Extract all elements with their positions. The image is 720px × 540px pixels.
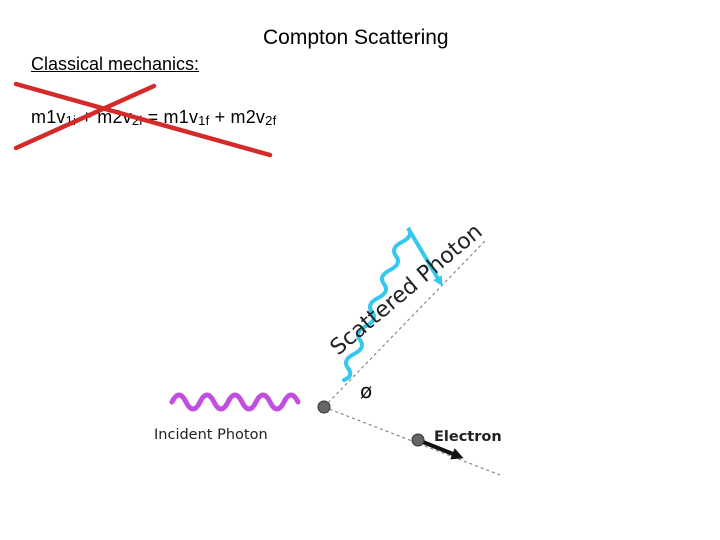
eq-v2i-sub: 2i [131, 113, 143, 128]
collision-point [317, 400, 331, 414]
cross-line-1 [13, 81, 273, 158]
electron-label: Electron [434, 429, 502, 445]
scattering-angle-label: ø [360, 379, 372, 403]
eq-v1i: 1v [46, 107, 66, 127]
eq-plus1: + m [76, 107, 113, 127]
electron-recoil-arrow [417, 438, 464, 460]
eq-v2f: 2v [245, 107, 266, 127]
cross-line-2 [13, 83, 157, 151]
eq-v1i-sub: 1i [65, 113, 77, 128]
momentum-equation: m1v1i + m2v2i = m1v1f + m2v2f [31, 107, 276, 128]
eq-v1f: 1v [178, 107, 199, 127]
classical-mechanics-heading: Classical mechanics: [31, 54, 200, 74]
scattered-axis-dashed [323, 239, 487, 408]
incident-axis-dashed [323, 406, 501, 476]
eq-v1f-sub: 1f [198, 113, 210, 128]
slide-title: Compton Scattering [263, 26, 449, 49]
scattered-photon-wave [342, 226, 443, 382]
eq-m1: m [31, 107, 47, 127]
eq-plus2: + m [209, 107, 246, 127]
incident-photon-wave [169, 392, 301, 412]
eq-v2f-sub: 2f [265, 113, 277, 128]
incident-photon-label: Incident Photon [154, 427, 268, 443]
electron-particle [411, 433, 425, 447]
